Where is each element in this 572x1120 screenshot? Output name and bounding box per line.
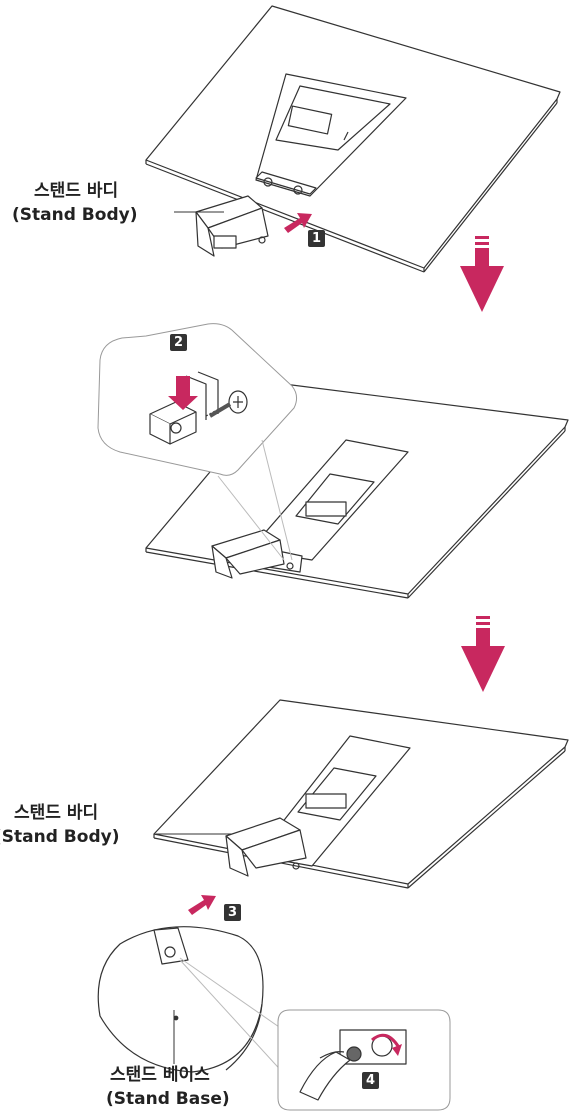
down-arrow-1 bbox=[460, 236, 504, 312]
stand-base-label-ko: 스탠드 베이스 bbox=[110, 1064, 210, 1086]
insert-arrow-3 bbox=[188, 895, 216, 915]
monitor-panel-3 bbox=[154, 700, 568, 888]
step-1-badge: 1 bbox=[308, 230, 325, 247]
step-4-badge: 4 bbox=[362, 1072, 379, 1089]
stand-base bbox=[98, 927, 263, 1072]
stand-body-label-ko-2: 스탠드 바디 bbox=[14, 802, 98, 824]
stand-body-label-en-2: (Stand Body) bbox=[0, 826, 119, 848]
stand-body-1 bbox=[196, 196, 268, 256]
stand-body-label-ko: 스탠드 바디 bbox=[34, 180, 118, 202]
step-2-badge: 2 bbox=[170, 334, 187, 351]
step-3-badge: 3 bbox=[224, 904, 241, 921]
down-arrow-2 bbox=[461, 616, 505, 692]
stand-base-label-en: (Stand Base) bbox=[106, 1088, 230, 1110]
stand-body-label-en: (Stand Body) bbox=[12, 204, 137, 226]
